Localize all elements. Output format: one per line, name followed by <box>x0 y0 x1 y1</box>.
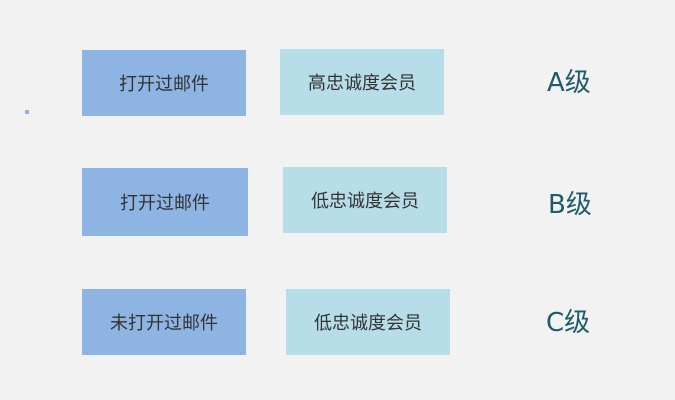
email-status-box-c: 未打开过邮件 <box>82 289 246 355</box>
decorative-dot <box>25 110 29 114</box>
email-status-label-a: 打开过邮件 <box>119 74 209 95</box>
grade-label-b: B级 <box>548 190 592 220</box>
loyalty-label-b: 低忠诚度会员 <box>311 191 419 212</box>
email-status-label-b: 打开过邮件 <box>120 193 210 214</box>
email-status-box-a: 打开过邮件 <box>82 50 246 116</box>
loyalty-label-a: 高忠诚度会员 <box>308 73 416 94</box>
grade-label-c: C级 <box>546 308 591 338</box>
loyalty-box-c: 低忠诚度会员 <box>286 289 450 355</box>
email-status-box-b: 打开过邮件 <box>82 168 248 236</box>
email-status-label-c: 未打开过邮件 <box>110 313 218 334</box>
loyalty-box-b: 低忠诚度会员 <box>283 167 447 233</box>
loyalty-label-c: 低忠诚度会员 <box>314 313 422 334</box>
grade-label-a: A级 <box>547 68 591 98</box>
loyalty-box-a: 高忠诚度会员 <box>280 49 444 115</box>
